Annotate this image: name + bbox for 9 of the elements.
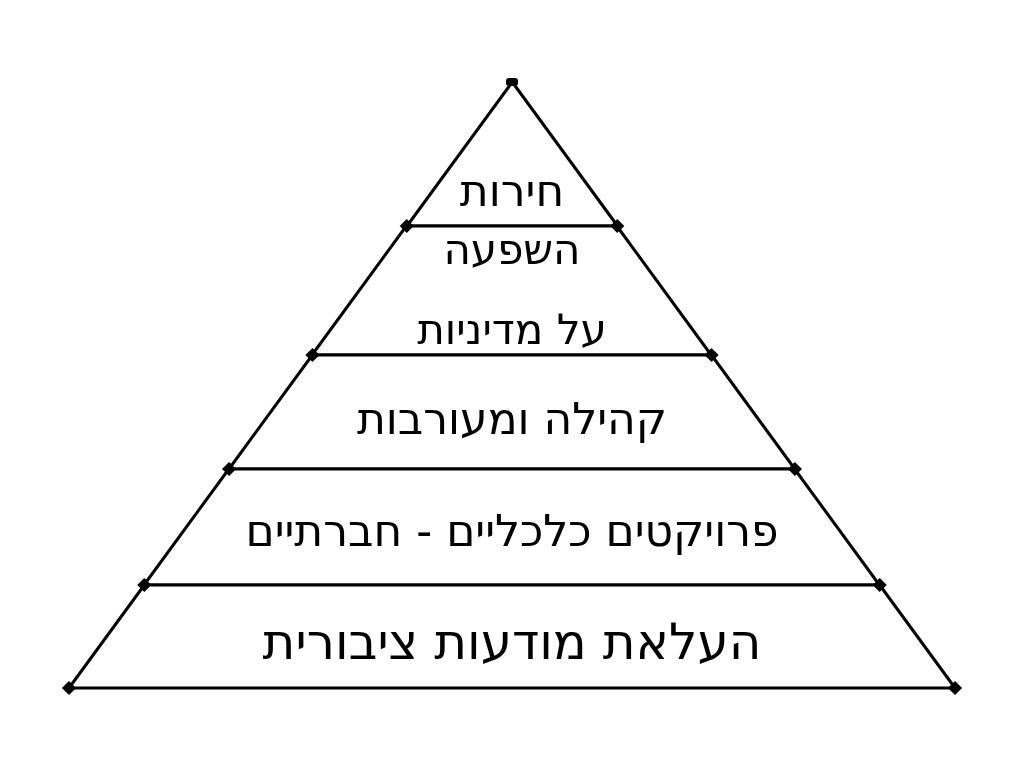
tier-label: קהילה ומעורבות [356, 392, 668, 444]
pyramid-tier [312, 226, 712, 355]
tier-label: העלאת מודעות ציבורית [262, 613, 762, 671]
pyramid-tier [144, 469, 880, 585]
tier-label: פרויקטים כלכליים - חברתיים [245, 504, 779, 556]
pyramid-tier [69, 585, 955, 688]
pyramid-tier [229, 355, 795, 469]
tier-label: השפעה על מדיניות [417, 224, 607, 356]
tier-label: חירות [459, 164, 565, 216]
